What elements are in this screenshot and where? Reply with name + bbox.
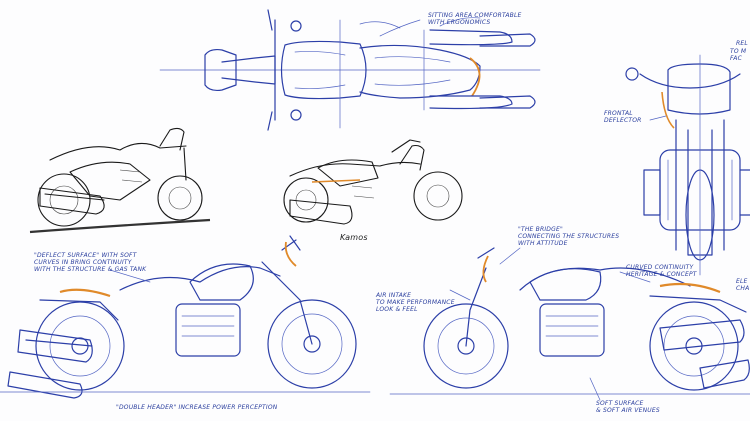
note-right-clipped-2: ELE CHA [736, 278, 750, 292]
pencil-sketch-left [29, 127, 211, 234]
side-view-left [0, 235, 371, 399]
note-right-edge: REL [736, 40, 748, 47]
note-frontal-deflector: FRONTAL DEFLECTOR [604, 110, 642, 124]
pencil-sketch-center [283, 139, 463, 225]
front-view-motorcycle [625, 54, 750, 276]
note-deflect-surface: "DEFLECT SURFACE" WITH SOFT CURVES IN BR… [34, 252, 147, 273]
side-view-right [389, 247, 750, 395]
note-sitting-area: SITTING AREA COMFORTABLE WITH ERGONOMICS [428, 12, 522, 26]
note-double-header: "DOUBLE HEADER" INCREASE POWER PERCEPTIO… [116, 404, 278, 411]
note-air-intake: AIR INTAKE TO MAKE PERFORMANCE LOOK & FE… [376, 292, 455, 313]
annotation-leaders [109, 19, 667, 401]
note-top-right-clipped: TO M FAC [730, 48, 747, 62]
top-view-motorcycle [159, 9, 541, 131]
sketch-signature: Kamos [340, 233, 368, 242]
note-soft-surface: SOFT SURFACE & SOFT AIR VENUES [596, 400, 660, 414]
note-the-bridge: "THE BRIDGE" CONNECTING THE STRUCTURES W… [518, 226, 620, 247]
note-curved-continuity: CURVED CONTINUITY HERITAGE & CONCEPT [626, 264, 697, 278]
